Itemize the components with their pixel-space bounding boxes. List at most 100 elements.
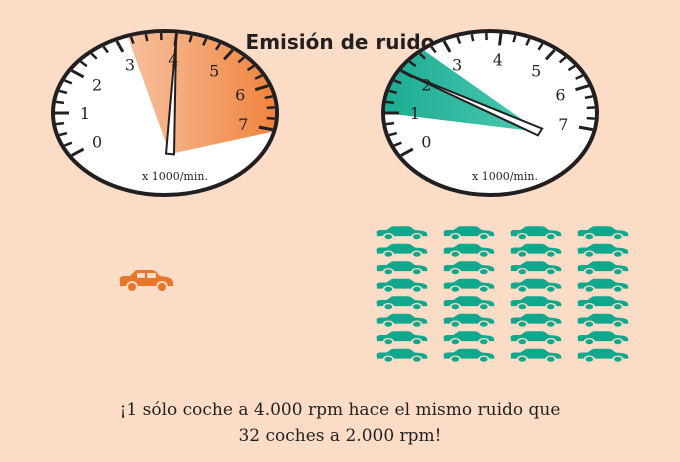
car-icon	[443, 243, 495, 259]
tick-label: 1	[410, 104, 420, 123]
tick-mark	[400, 147, 414, 157]
tick-label: 5	[531, 61, 541, 80]
gauge-needle	[164, 37, 178, 156]
car-icon	[577, 331, 629, 346]
tick-mark	[388, 89, 398, 95]
car-icon	[443, 348, 495, 364]
tick-mark	[258, 125, 273, 132]
tick-mark	[58, 131, 68, 137]
tick-label: 0	[421, 133, 431, 152]
tick-mark	[512, 35, 517, 43]
tick-mark	[188, 35, 193, 43]
tick-mark	[442, 40, 452, 53]
car-group	[376, 226, 629, 364]
tick-mark	[214, 43, 222, 51]
tick-mark	[584, 95, 593, 100]
gauge-ticks	[385, 32, 595, 157]
car-icon	[577, 226, 629, 241]
tick-mark	[64, 141, 73, 147]
car-icon	[443, 261, 495, 276]
caption-line-1: ¡1 sólo coche a 4.000 rpm hace el mismo …	[119, 400, 561, 420]
car-icon	[510, 331, 562, 346]
car-icon	[577, 261, 629, 276]
tick-label: 5	[209, 61, 219, 80]
car-icon	[443, 278, 495, 294]
tick-mark	[58, 89, 68, 95]
tick-mark	[498, 33, 503, 46]
tick-mark	[558, 56, 567, 64]
tick-mark	[254, 74, 263, 80]
car-icon	[443, 296, 495, 311]
tick-mark	[567, 64, 576, 72]
car-icon	[510, 348, 562, 364]
car-icon	[376, 313, 428, 329]
tick-mark	[418, 52, 426, 60]
tick-mark	[115, 40, 125, 53]
tick-label: 3	[125, 55, 135, 74]
noise-zone-orange	[128, 32, 275, 154]
car-icon	[443, 226, 495, 241]
gauge-needle	[403, 71, 544, 137]
tick-mark	[102, 45, 109, 54]
tick-label: 7	[238, 115, 248, 134]
car-icon	[510, 313, 562, 329]
tick-mark	[90, 52, 98, 60]
tick-label: 3	[452, 55, 462, 74]
car-icon	[376, 348, 428, 364]
tick-mark	[202, 38, 208, 46]
tick-mark	[430, 45, 437, 54]
unit-label: x 1000/min.	[142, 170, 208, 183]
car-icon	[376, 243, 428, 259]
tick-mark	[144, 33, 149, 42]
car-icon	[577, 313, 629, 329]
tick-mark	[64, 79, 73, 85]
tick-label: 2	[92, 75, 102, 94]
tick-mark	[254, 84, 269, 92]
tick-mark	[264, 95, 273, 100]
tick-mark	[71, 147, 85, 157]
tick-mark	[578, 125, 593, 132]
tick-mark	[470, 33, 475, 42]
car-icon	[577, 278, 629, 294]
tick-mark	[385, 121, 395, 126]
car-icon	[376, 261, 428, 276]
tick-mark	[222, 48, 234, 61]
tick-mark	[525, 38, 531, 46]
tick-label: 0	[92, 133, 102, 152]
tick-mark	[537, 43, 544, 51]
unit-label: x 1000/min.	[472, 170, 538, 183]
gauge-ticks	[55, 32, 275, 157]
tick-mark	[79, 60, 88, 68]
car-icon	[119, 270, 173, 293]
tick-label: 1	[80, 104, 90, 123]
tick-mark	[393, 141, 402, 147]
car-icon	[577, 296, 629, 311]
car-icon	[376, 296, 428, 311]
tick-mark	[408, 60, 417, 68]
car-icon	[510, 296, 562, 311]
tick-mark	[71, 69, 85, 79]
tick-mark	[237, 56, 245, 64]
car-icon	[510, 226, 562, 241]
tick-mark	[456, 36, 462, 45]
tick-label: 6	[555, 86, 565, 105]
car-icon	[443, 331, 495, 346]
tick-mark	[385, 100, 395, 105]
tick-label: 2	[421, 75, 431, 94]
car-icon	[510, 278, 562, 294]
tick-mark	[575, 84, 590, 92]
car-icon	[510, 243, 562, 259]
tick-label: 4	[493, 50, 503, 69]
car-icon	[376, 226, 428, 241]
car-icon	[577, 243, 629, 259]
car-icon	[510, 261, 562, 276]
car-icon	[577, 348, 629, 364]
tick-label: 6	[235, 86, 245, 105]
tick-mark	[246, 64, 255, 72]
car-icon	[376, 331, 428, 346]
diagram-title: Emisión de ruido	[245, 30, 435, 54]
